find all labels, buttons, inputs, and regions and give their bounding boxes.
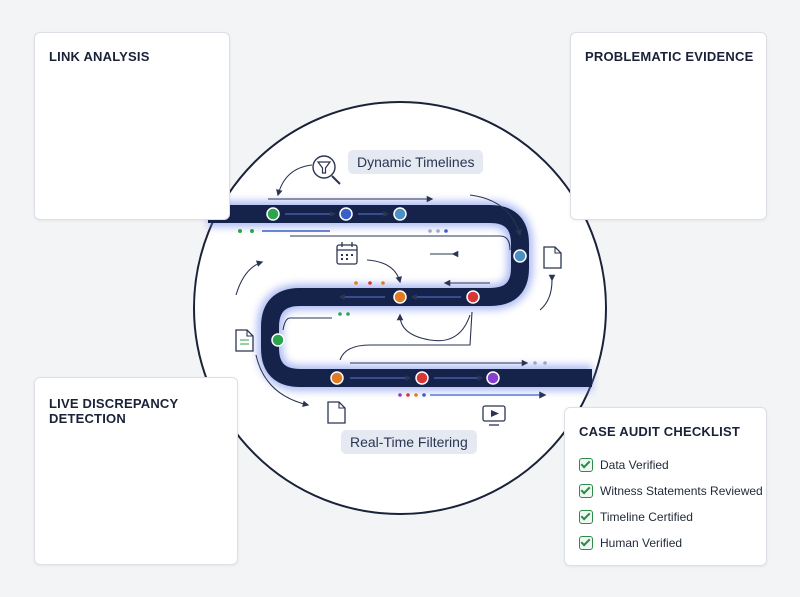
event-node[interactable]: [271, 333, 285, 347]
calendar-icon: [336, 242, 358, 265]
dynamic-timelines-label: Dynamic Timelines: [348, 150, 484, 174]
video-icon: [482, 405, 506, 426]
checklist-item[interactable]: Timeline Certified: [579, 504, 763, 530]
event-node[interactable]: [339, 207, 353, 221]
event-node[interactable]: [393, 290, 407, 304]
event-node[interactable]: [466, 290, 480, 304]
track-arrows: [285, 211, 484, 381]
checklist-item[interactable]: Data Verified: [579, 452, 763, 478]
event-node[interactable]: [393, 207, 407, 221]
event-node[interactable]: [330, 371, 344, 385]
problematic-evidence-title: PROBLEMATIC EVIDENCE: [585, 49, 754, 64]
document-icon: [543, 246, 562, 269]
checklist: Data Verified Witness Statements Reviewe…: [579, 452, 763, 556]
checklist-item[interactable]: Witness Statements Reviewed: [579, 478, 763, 504]
dot-decorations: [238, 229, 547, 399]
event-node[interactable]: [415, 371, 429, 385]
link-analysis-card: LINK ANALYSIS: [34, 32, 230, 220]
live-discrepancy-title: LIVE DISCREPANCY DETECTION: [49, 396, 179, 426]
checklist-item[interactable]: Human Verified: [579, 530, 763, 556]
link-analysis-title: LINK ANALYSIS: [49, 49, 150, 64]
document-icon: [235, 329, 254, 352]
case-audit-title: CASE AUDIT CHECKLIST: [579, 424, 740, 439]
live-discrepancy-card: LIVE DISCREPANCY DETECTION: [34, 377, 238, 565]
event-node[interactable]: [513, 249, 527, 263]
case-audit-card: CASE AUDIT CHECKLIST Data Verified Witne…: [564, 407, 767, 566]
real-time-filtering-label: Real-Time Filtering: [341, 430, 477, 454]
document-icon: [327, 401, 346, 424]
checkbox-checked-icon[interactable]: [579, 458, 593, 472]
event-node[interactable]: [266, 207, 280, 221]
event-nodes: [266, 207, 527, 385]
checkbox-checked-icon[interactable]: [579, 536, 593, 550]
event-node[interactable]: [486, 371, 500, 385]
filter-search-icon: [312, 155, 341, 185]
flow-arrows: [235, 164, 556, 408]
checkbox-checked-icon[interactable]: [579, 510, 593, 524]
problematic-evidence-card: PROBLEMATIC EVIDENCE: [570, 32, 767, 220]
checkbox-checked-icon[interactable]: [579, 484, 593, 498]
